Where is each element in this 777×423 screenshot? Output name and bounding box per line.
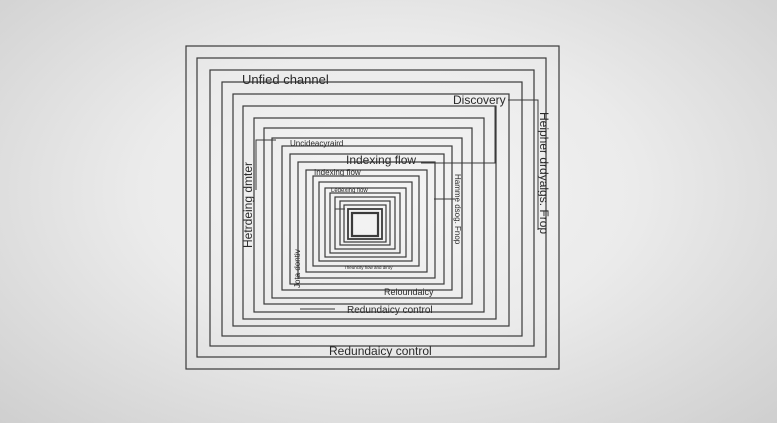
frame-7 (253, 117, 485, 313)
label-redundancy-small: Reloundaicy (384, 287, 434, 297)
frame-5 (232, 93, 510, 327)
connector-discovery-right (508, 99, 539, 230)
label-discovery: Discovery (453, 93, 506, 107)
connector-indexing-discovery (421, 105, 496, 164)
frame-6 (242, 105, 497, 320)
label-left-small: Jota dontiv (293, 249, 302, 288)
label-hamme: Hamme dsog. Fnop (453, 174, 462, 245)
label-right-vertical: Heipher drdyalgs. Frop (537, 112, 551, 234)
label-indexing-flow: Indexing flow (346, 153, 416, 167)
core-frame (350, 211, 380, 238)
label-unified-channel: Unfied channel (242, 72, 329, 87)
frame-15 (318, 181, 413, 262)
label-redundancy-mid: Redundaicy control (347, 305, 433, 316)
frame-14 (312, 175, 420, 267)
frame-1 (185, 45, 560, 370)
frame-10 (281, 145, 453, 291)
nested-frames (185, 45, 560, 370)
frame-11 (289, 153, 445, 285)
frame-9 (271, 137, 463, 299)
label-inner-indexing-flow: Indexing flow (314, 168, 361, 177)
label-left-vertical: Hetrdeing dmter (241, 162, 255, 248)
frame-18 (334, 196, 396, 250)
frame-19 (339, 200, 391, 246)
frame-21 (347, 208, 383, 240)
label-inner-bottom-small: Theuncity flow and diroy (344, 265, 393, 270)
label-core-indexing: Ledexing flow (331, 188, 368, 194)
label-inner-top: Uncideacyraird (290, 139, 343, 148)
frame-2 (196, 57, 547, 358)
connector-inner-left (255, 139, 276, 190)
diagram-labels: Unfied channel Discovery Heipher drdyalg… (241, 72, 551, 358)
label-redundancy-outer: Redundaicy control (329, 344, 432, 358)
frame-20 (343, 204, 387, 243)
frame-8 (263, 127, 473, 305)
frame-16 (324, 187, 407, 258)
frame-13 (305, 169, 428, 273)
frame-17 (329, 192, 401, 254)
frame-12 (297, 161, 436, 279)
connector-lines (255, 99, 539, 310)
frame-3 (209, 69, 535, 347)
frame-4 (221, 81, 523, 337)
